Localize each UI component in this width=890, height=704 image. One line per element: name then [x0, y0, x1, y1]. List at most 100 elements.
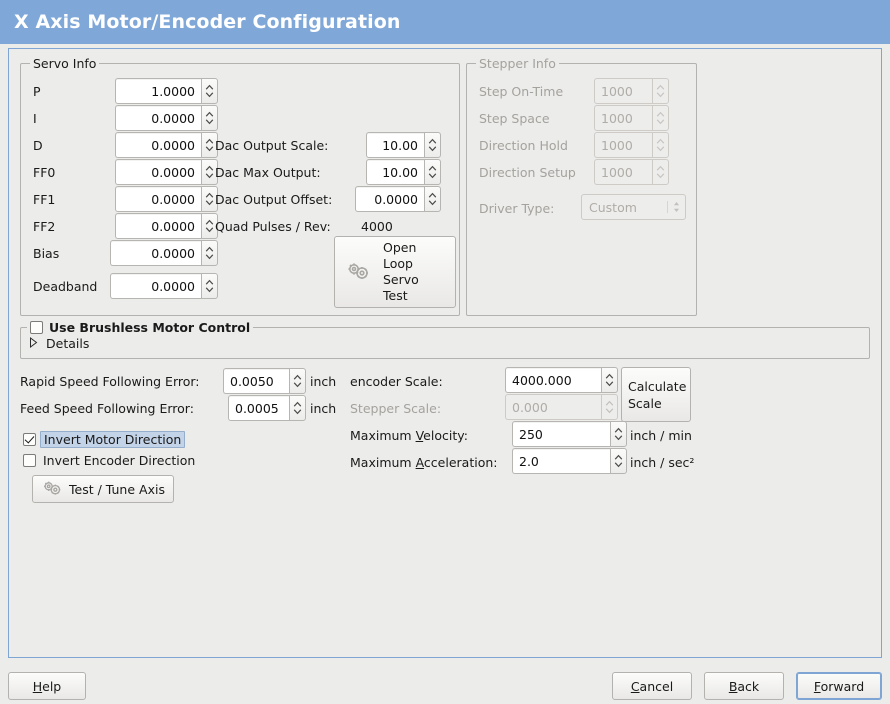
stepper-scale-input: 0.000	[505, 394, 601, 420]
servo-deadband-input[interactable]: 0.0000	[110, 273, 201, 299]
servo-bias-spin[interactable]: 0.0000	[110, 240, 218, 266]
dac-field-2-spin[interactable]: 0.0000	[355, 186, 441, 212]
stepper-field-label-3: Direction Setup	[479, 165, 576, 180]
quad-pulses-label: Quad Pulses / Rev:	[215, 219, 331, 234]
servo-p-stepper[interactable]	[201, 78, 218, 104]
test-tune-axis-button[interactable]: Test / Tune Axis	[32, 475, 174, 503]
invert-encoder-direction-checkbox[interactable]	[23, 454, 36, 467]
calculate-scale-line-2: Scale	[628, 395, 662, 411]
rapid-following-error-stepper[interactable]	[289, 368, 306, 394]
maximum-acceleration-stepper[interactable]	[610, 448, 627, 474]
window-title: X Axis Motor/Encoder Configuration	[14, 11, 401, 33]
stepper-field-1-stepper	[652, 105, 669, 131]
dac-field-1-stepper[interactable]	[424, 159, 441, 185]
driver-type-combo[interactable]: Custom	[581, 194, 686, 220]
rapid-following-error-spin[interactable]: 0.0050	[223, 368, 306, 394]
servo-ff2-stepper[interactable]	[201, 213, 218, 239]
servo-ff0-stepper[interactable]	[201, 159, 218, 185]
servo-p-input[interactable]: 1.0000	[115, 78, 201, 104]
servo-i-spin[interactable]: 0.0000	[115, 105, 218, 131]
dac-field-2-stepper[interactable]	[424, 186, 441, 212]
servo-i-input[interactable]: 0.0000	[115, 105, 201, 131]
maximum-acceleration-unit: inch / sec²	[630, 455, 695, 470]
open-loop-line: Loop	[383, 256, 413, 271]
stepper-info-legend: Stepper Info	[476, 56, 559, 71]
forward-label: Forward	[814, 679, 864, 694]
feed-following-error-spin[interactable]: 0.0005	[228, 395, 306, 421]
max-velocity-label-post: elocity:	[423, 428, 468, 443]
open-loop-line: Servo	[383, 272, 419, 287]
forward-button[interactable]: Forward	[796, 672, 882, 700]
encoder-scale-stepper[interactable]	[601, 367, 618, 393]
invert-motor-direction-row[interactable]: Invert Motor Direction	[23, 431, 186, 448]
servo-bias-stepper[interactable]	[201, 240, 218, 266]
servo-bias-input[interactable]: 0.0000	[110, 240, 201, 266]
cancel-button[interactable]: Cancel	[612, 672, 692, 700]
back-button[interactable]: Back	[704, 672, 784, 700]
maximum-acceleration-input[interactable]: 2.0	[512, 448, 610, 474]
dac-field-2-input[interactable]: 0.0000	[355, 186, 424, 212]
maximum-velocity-label: Maximum Velocity:	[350, 428, 468, 443]
servo-ff0-spin[interactable]: 0.0000	[115, 159, 218, 185]
servo-field-label-d: D	[33, 138, 43, 153]
maximum-velocity-input[interactable]: 250	[512, 421, 610, 447]
dac-field-0-spin[interactable]: 10.00	[366, 132, 441, 158]
use-brushless-motor-control-checkbox[interactable]	[30, 321, 43, 334]
feed-following-error-input[interactable]: 0.0005	[228, 395, 289, 421]
stepper-scale-label: Stepper Scale:	[350, 401, 442, 416]
servo-d-stepper[interactable]	[201, 132, 218, 158]
brushless-legend-wrap: Use Brushless Motor Control	[27, 320, 254, 335]
forward-post: orward	[820, 678, 865, 694]
invert-motor-direction-checkbox[interactable]	[23, 433, 36, 446]
calculate-scale-button[interactable]: Calculate Scale	[621, 367, 691, 422]
back-label: Back	[729, 679, 759, 694]
servo-ff2-input[interactable]: 0.0000	[115, 213, 201, 239]
maximum-velocity-spin[interactable]: 250	[512, 421, 627, 447]
servo-ff2-spin[interactable]: 0.0000	[115, 213, 218, 239]
stepper-field-0-input: 1000	[594, 78, 652, 104]
servo-ff1-stepper[interactable]	[201, 186, 218, 212]
servo-d-input[interactable]: 0.0000	[115, 132, 201, 158]
servo-deadband-spin[interactable]: 0.0000	[110, 273, 218, 299]
dac-field-1-input[interactable]: 10.00	[366, 159, 424, 185]
maximum-acceleration-spin[interactable]: 2.0	[512, 448, 627, 474]
stepper-scale-spin: 0.000	[505, 394, 618, 420]
dac-field-1-spin[interactable]: 10.00	[366, 159, 441, 185]
encoder-scale-spin[interactable]: 4000.000	[505, 367, 618, 393]
maximum-velocity-stepper[interactable]	[610, 421, 627, 447]
help-button[interactable]: Help	[8, 672, 86, 700]
feed-following-error-stepper[interactable]	[289, 395, 306, 421]
servo-ff1-spin[interactable]: 0.0000	[115, 186, 218, 212]
max-accel-label-post: cceleration:	[423, 455, 498, 470]
feed-following-error-unit: inch	[310, 401, 337, 416]
rapid-following-error-input[interactable]: 0.0050	[223, 368, 289, 394]
details-expander[interactable]: Details	[29, 336, 89, 351]
servo-d-spin[interactable]: 0.0000	[115, 132, 218, 158]
encoder-scale-input[interactable]: 4000.000	[505, 367, 601, 393]
back-post: ack	[737, 678, 760, 694]
servo-ff0-input[interactable]: 0.0000	[115, 159, 201, 185]
servo-field-label-deadband: Deadband	[33, 279, 98, 294]
servo-i-stepper[interactable]	[201, 105, 218, 131]
gears-icon	[345, 259, 371, 286]
help-label: Help	[33, 679, 62, 694]
invert-encoder-direction-row[interactable]: Invert Encoder Direction	[23, 453, 195, 468]
servo-ff1-input[interactable]: 0.0000	[115, 186, 201, 212]
dac-field-0-input[interactable]: 10.00	[366, 132, 424, 158]
stepper-field-2-input: 1000	[594, 132, 652, 158]
maximum-velocity-unit: inch / min	[630, 428, 692, 443]
servo-field-label-bias: Bias	[33, 246, 60, 261]
dac-field-0-stepper[interactable]	[424, 132, 441, 158]
servo-field-label-ff1: FF1	[33, 192, 56, 207]
invert-encoder-direction-label: Invert Encoder Direction	[43, 453, 196, 468]
help-post: elp	[42, 678, 62, 694]
encoder-scale-label: encoder Scale:	[350, 374, 443, 389]
invert-motor-direction-label: Invert Motor Direction	[40, 431, 186, 448]
servo-deadband-stepper[interactable]	[201, 273, 218, 299]
servo-p-spin[interactable]: 1.0000	[115, 78, 218, 104]
max-velocity-label-pre: Maximum	[350, 428, 416, 443]
